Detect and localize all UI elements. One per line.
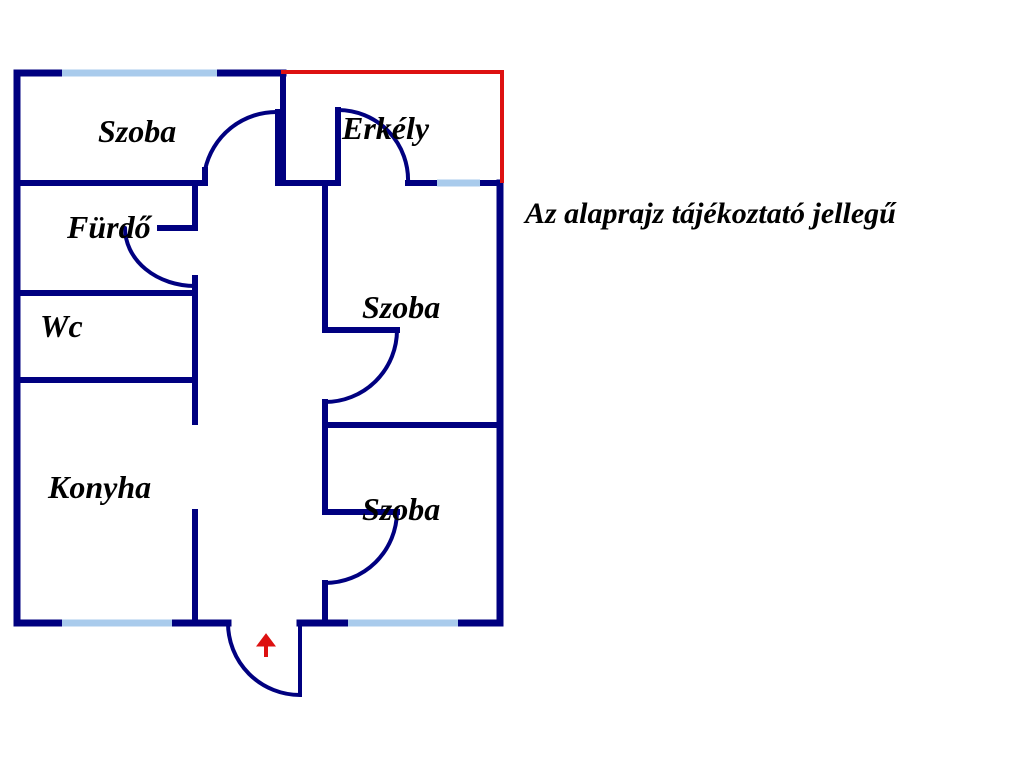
door-entrance [226, 621, 302, 698]
room-label-wc: Wc [40, 308, 83, 344]
entrance-arrow-icon [256, 633, 276, 657]
balcony-railing [281, 70, 504, 183]
walls [13, 69, 504, 627]
room-label-szoba-mid: Szoba [362, 289, 440, 325]
door-furdo [123, 226, 197, 288]
room-label-szoba-top: Szoba [98, 113, 176, 149]
room-label-erkely: Erkély [341, 110, 430, 146]
door-szoba-top [203, 109, 280, 185]
room-label-furdo: Fürdő [66, 209, 153, 245]
windows [62, 69, 480, 627]
room-label-konyha: Konyha [47, 469, 151, 505]
door-szoba-mid [323, 328, 399, 404]
door-erkely [336, 107, 411, 185]
disclaimer-note: Az alaprajz tájékoztató jellegű [523, 197, 897, 230]
interior-walls [14, 70, 503, 626]
door-szoba-low [323, 510, 399, 585]
room-label-szoba-low: Szoba [362, 491, 440, 527]
doors [123, 107, 411, 698]
